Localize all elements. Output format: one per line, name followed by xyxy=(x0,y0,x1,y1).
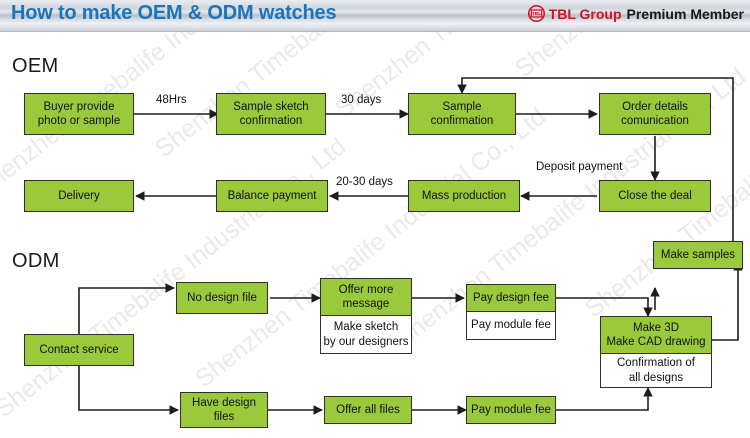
node-line: Contact service xyxy=(39,343,119,356)
node-pay-module-fee-top[interactable]: Pay module fee xyxy=(466,312,556,340)
node-group-make-3d: Make 3D Make CAD drawing Confirmation of… xyxy=(600,316,712,388)
brand-tier: Premium Member xyxy=(626,5,744,22)
edge-contact-to-have-design-files xyxy=(78,356,179,415)
node-pay-design-fee[interactable]: Pay design fee xyxy=(466,284,556,312)
node-buyer-provide[interactable]: Buyer provide photo or sample xyxy=(24,93,134,135)
node-line: all designs xyxy=(628,371,684,384)
node-line: Have design xyxy=(192,396,256,409)
node-line: Sample sketch xyxy=(233,100,309,113)
node-group-pay-fees: Pay design fee Pay module fee xyxy=(466,284,556,340)
node-pay-module-fee-bottom[interactable]: Pay module fee xyxy=(466,396,556,424)
node-line: confirmation xyxy=(239,115,303,127)
page-title: How to make OEM & ODM watches xyxy=(11,2,337,24)
node-group-offer-more-message: Offer more message Make sketch by our de… xyxy=(320,278,412,354)
node-line: Pay design fee xyxy=(472,291,550,304)
edge-label-line: 20-30 days xyxy=(336,176,393,188)
brand-lockup: TBL TBL Group Premium Member xyxy=(527,5,744,22)
node-line: Pay module fee xyxy=(471,319,551,332)
node-line: Mass production xyxy=(421,189,507,202)
node-make-samples[interactable]: Make samples xyxy=(653,241,743,269)
edge-label-30-days: 30 days xyxy=(341,94,381,108)
node-line: Pay module fee xyxy=(471,403,551,416)
node-line: Offer all files xyxy=(336,403,400,416)
edge-pay-design-fee-to-make3d xyxy=(556,297,653,317)
node-line: Offer more xyxy=(338,283,394,296)
node-line: Make CAD drawing xyxy=(606,336,706,348)
node-sample-confirmation[interactable]: Sample confirmation xyxy=(408,93,516,135)
node-sample-sketch-confirmation[interactable]: Sample sketch confirmation xyxy=(216,93,326,135)
tbl-circle-logo-icon: TBL xyxy=(527,5,545,22)
node-line: Sample xyxy=(442,100,482,113)
node-line: Close the deal xyxy=(618,189,692,202)
node-no-design-file[interactable]: No design file xyxy=(176,282,268,314)
node-line: confirmation xyxy=(430,115,494,127)
section-label-oem: OEM xyxy=(12,55,59,77)
node-mass-production[interactable]: Mass production xyxy=(408,180,520,212)
node-line: Confirmation of xyxy=(617,357,695,370)
node-line: message xyxy=(342,298,390,310)
edge-label-line: Deposit xyxy=(536,161,575,173)
node-delivery[interactable]: Delivery xyxy=(24,180,134,212)
edge-label-line: payment xyxy=(578,161,623,173)
node-line: comunication xyxy=(621,115,689,127)
section-label-odm: ODM xyxy=(12,250,60,272)
node-line: Make 3D xyxy=(632,321,680,334)
node-make-3d-cad-drawing[interactable]: Make 3D Make CAD drawing xyxy=(600,316,712,354)
edge-label-deposit-payment: Deposit payment xyxy=(536,161,622,175)
node-line: Delivery xyxy=(58,189,100,202)
node-line: Make sketch xyxy=(333,321,399,334)
edge-make-samples-to-sample-confirmation xyxy=(457,77,734,262)
node-offer-all-files[interactable]: Offer all files xyxy=(324,396,412,424)
node-line: by our designers xyxy=(323,335,409,348)
node-order-details-comunication[interactable]: Order details comunication xyxy=(599,93,711,135)
edge-make3d-to-make-samples-return xyxy=(712,261,743,341)
node-offer-more-message[interactable]: Offer more message xyxy=(320,278,412,316)
node-line: Buyer provide xyxy=(43,100,115,113)
node-have-design-files[interactable]: Have design files xyxy=(180,392,268,428)
edge-contact-to-no-design-file xyxy=(78,283,175,334)
page-header: How to make OEM & ODM watches TBL TBL Gr… xyxy=(0,0,750,32)
node-contact-service[interactable]: Contact service xyxy=(24,334,134,366)
node-line: Order details xyxy=(622,100,688,113)
node-line: No design file xyxy=(187,291,257,304)
node-close-the-deal[interactable]: Close the deal xyxy=(599,180,711,212)
node-balance-payment[interactable]: Balance payment xyxy=(216,180,328,212)
node-confirmation-of-all-designs[interactable]: Confirmation of all designs xyxy=(600,354,712,388)
edge-label-48hrs: 48Hrs xyxy=(156,94,187,108)
edge-label-20-30-days: 20-30 days xyxy=(336,176,393,190)
brand-name: TBL Group xyxy=(548,5,622,22)
node-make-sketch-by-our-designers[interactable]: Make sketch by our designers xyxy=(320,316,412,354)
node-line: Balance payment xyxy=(227,189,317,202)
edge-pay-module-fee-to-confirmation xyxy=(556,387,653,411)
svg-text:TBL: TBL xyxy=(532,11,541,17)
node-line: Make samples xyxy=(660,248,736,261)
edge-label-line: 30 days xyxy=(341,94,382,106)
edge-label-line: 48Hrs xyxy=(156,94,187,106)
node-line: photo or sample xyxy=(37,115,121,127)
node-line: files xyxy=(213,411,235,423)
